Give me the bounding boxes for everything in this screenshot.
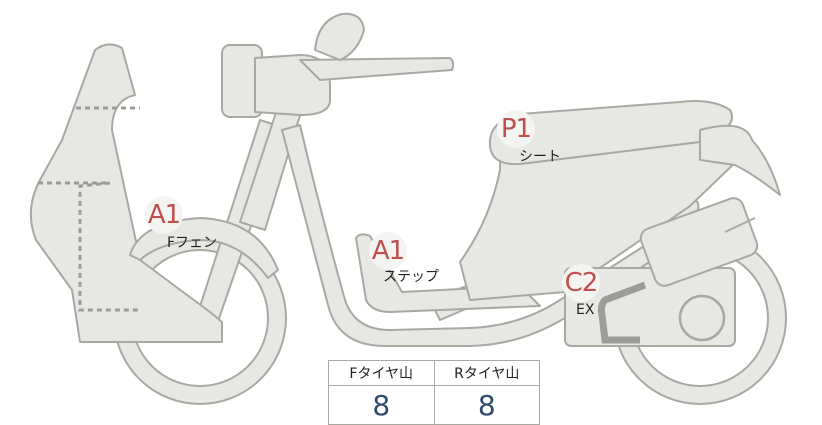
front-tire-value: 8 [328,385,435,425]
marker-exhaust-label: EX [576,302,595,318]
leg-shield-dash-mid [38,181,140,312]
rear-tire-value: 8 [433,385,540,425]
tire-tread-table: Fタイヤ山 Rタイヤ山 8 8 [328,360,540,425]
tire-tread-value-row: 8 8 [328,385,540,425]
marker-seat-label: シート [519,149,561,165]
front-tire-header: Fタイヤ山 [328,360,435,386]
marker-step-code: A1 [369,232,407,270]
marker-front-fender-label: Fフェン [167,235,218,251]
marker-step-label: ステップ [383,269,439,285]
tail-cover [699,124,781,196]
marker-seat-code: P1 [497,110,535,148]
rear-shock [724,217,756,233]
muffler [639,197,759,287]
rear-hub [678,294,726,342]
mirror [314,12,365,61]
exhaust-pipe [597,281,647,344]
handlebar [299,57,455,81]
tire-tread-header-row: Fタイヤ山 Rタイヤ山 [328,360,540,386]
rear-tire-header: Rタイヤ山 [433,360,540,386]
marker-exhaust-code: C2 [562,264,600,302]
marker-front-fender-code: A1 [145,196,183,234]
